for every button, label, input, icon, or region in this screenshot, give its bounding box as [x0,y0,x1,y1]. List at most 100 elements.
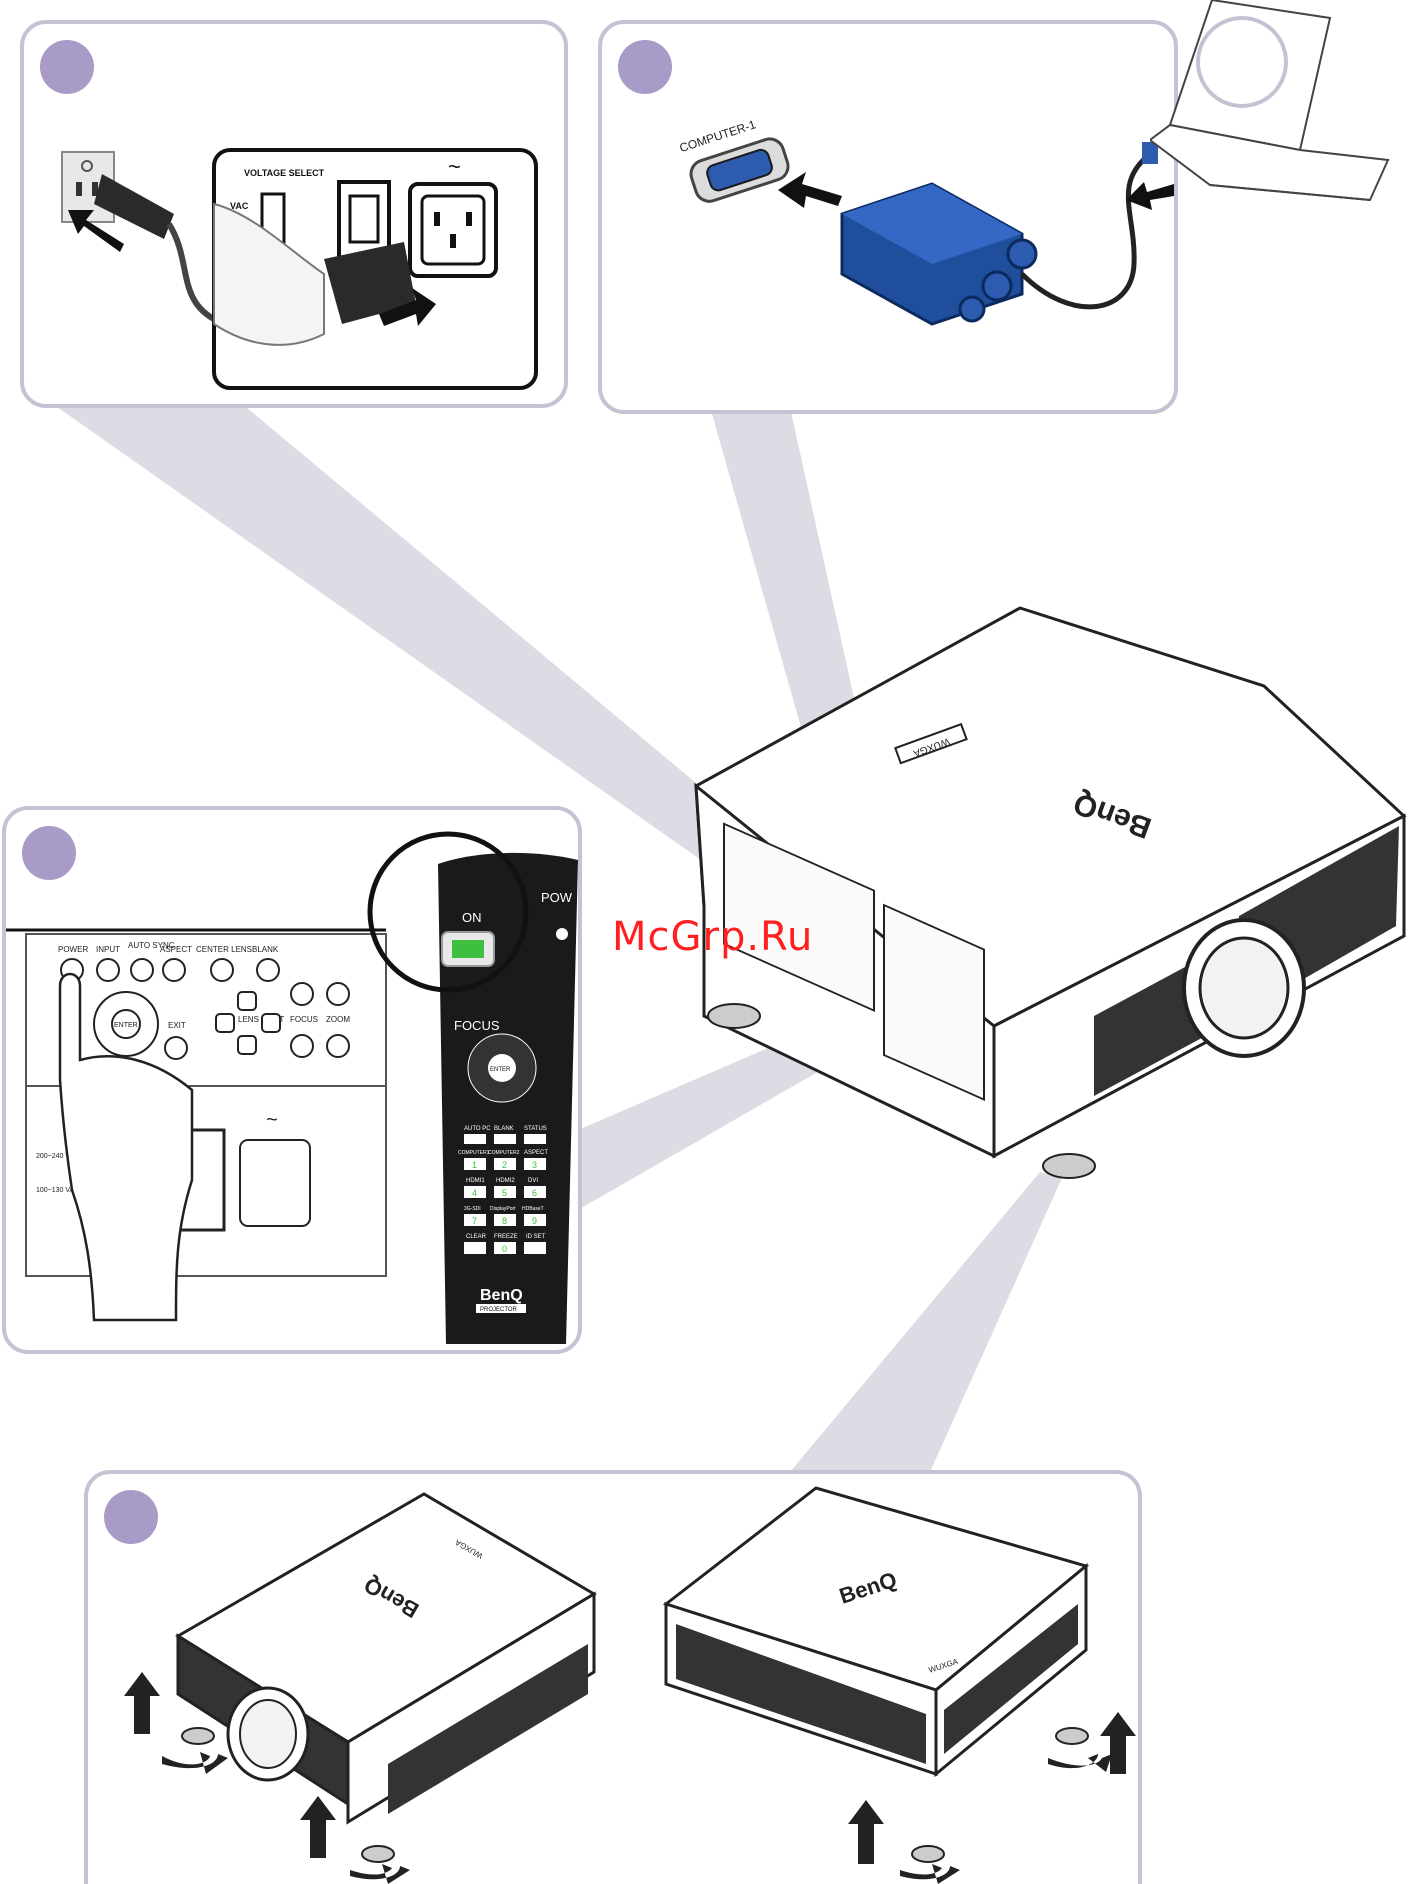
control-panel [883,903,985,1102]
remote-displayport-label: DisplayPort [490,1206,516,1212]
projector-main: BenQ WUXGA [694,606,1407,1179]
plug-in-arrow-2 [379,288,436,326]
remote-3g-sdi-label: 3G-SDI [464,1206,481,1212]
remote-key-9[interactable] [524,1214,546,1226]
raise-arrow-right-2 [848,1800,884,1864]
ac-symbol: ~ [448,154,461,179]
io-panel [723,822,875,1013]
computer-connection-illustration: COMPUTER-1 [678,117,1174,326]
focus-label: FOCUS [290,1015,318,1024]
iec-connector [324,242,416,324]
remote-key-0-label: 0 [502,1244,507,1254]
remote-key-6-label: 6 [532,1188,537,1198]
focus-minus-button[interactable] [290,1034,314,1058]
remote-key-7-label: 7 [472,1216,477,1226]
remote-key-2[interactable] [494,1158,516,1170]
remote-key-4-label: 4 [472,1188,477,1198]
voltage-low-label: 100~130 VAC [36,1187,79,1194]
auto-sync-button[interactable] [130,958,154,982]
step1-badge [40,40,94,94]
remote-key-3[interactable] [524,1158,546,1170]
rotate-arrow-right-2 [900,1864,960,1884]
remote-enter-button[interactable] [488,1054,516,1082]
remote-key-7[interactable] [464,1214,486,1226]
keypad-enter-button[interactable] [111,1009,141,1039]
panel-ac-socket [239,1139,311,1227]
input-label: INPUT [96,945,120,954]
control-panel-illustration: POWER INPUT AUTO SYNC ASPECT CENTER LENS… [6,928,387,1322]
remote-key-6[interactable] [524,1186,546,1198]
remote-auto-pc-label: AUTO PC [464,1126,491,1132]
step4-badge [104,1490,158,1544]
exit-button[interactable] [164,1036,188,1060]
remote-control: ON POW FOCUS ENTER AUTO PC BLANK STATUS … [367,831,578,1344]
raise-arrow-left-2 [300,1796,336,1858]
rotate-arrow-right-1 [1048,1754,1112,1772]
remote-on-label: ON [462,910,482,925]
auto-sync-label: AUTO SYNC [128,941,175,950]
remote-key-8[interactable] [494,1214,516,1226]
projector-front-view: BenQ WUXGA [175,1492,597,1825]
panel-ac-symbol: ~ [266,1109,278,1131]
rotate-arrow-left-1 [162,1752,228,1774]
step3-badge [22,826,76,880]
remote-brand-logo: BenQ [480,1287,523,1304]
lens-shift-down[interactable] [237,1035,257,1055]
lens-shift-left[interactable] [215,1013,235,1033]
pointing-hand [58,972,194,1322]
rotate-arrow-left-2 [350,1864,410,1884]
hand [213,202,325,346]
plug-in-arrow-1 [68,210,124,252]
remote-hdmi1-label: HDMI1 [466,1178,485,1184]
voltage-high-label: 200~240 VAC [36,1153,79,1160]
adjuster-foot-right-1 [1055,1727,1089,1745]
adjuster-foot-right-2 [911,1845,945,1863]
remote-key-1-label: 1 [472,1160,477,1170]
lens-shift-up[interactable] [237,991,257,1011]
remote-dvi-label: DVI [528,1178,538,1184]
watermark: McGrp.Ru [612,914,814,960]
power-plug [94,174,174,239]
blank-button[interactable] [256,958,280,982]
remote-zoom-circle [367,831,529,993]
remote-key-0[interactable] [494,1242,516,1254]
remote-id-set-button[interactable] [524,1242,546,1254]
remote-blank-button[interactable] [494,1134,516,1144]
remote-key-1[interactable] [464,1158,486,1170]
remote-aspect-label: ASPECT [524,1150,548,1156]
remote-freeze-label: FREEZE [494,1234,518,1240]
zoom-plus-button[interactable] [326,982,350,1006]
laptop-connect-arrow [1126,182,1174,210]
remote-key-5[interactable] [494,1186,516,1198]
remote-blank-label: BLANK [494,1126,514,1132]
aspect-button[interactable] [162,958,186,982]
laptop-zoom-circle [1196,16,1288,108]
step1-panel: VOLTAGE SELECT VAC ~ [20,20,568,408]
center-lens-button[interactable] [210,958,234,982]
remote-pow-label: POW [541,890,573,905]
step4-panel: BenQ WUXGA BenQ WUXGA [84,1470,1142,1884]
cable [1020,152,1152,310]
input-button[interactable] [96,958,120,982]
zoom-minus-button[interactable] [326,1034,350,1058]
remote-projector-label: PROJECTOR [480,1307,518,1313]
remote-key-5-label: 5 [502,1188,507,1198]
remote-key-9-label: 9 [532,1216,537,1226]
center-lens-label: CENTER LENS [196,945,252,954]
adjuster-foot-left-1 [181,1727,215,1745]
laptop-illustration [1150,0,1390,202]
remote-key-3-label: 3 [532,1160,537,1170]
remote-status-button[interactable] [524,1134,546,1144]
step3-panel: POWER INPUT AUTO SYNC ASPECT CENTER LENS… [2,806,582,1354]
blank-label: BLANK [252,945,279,954]
projector-foot [707,1003,761,1029]
raise-arrow-left-1 [124,1672,160,1734]
focus-plus-button[interactable] [290,982,314,1006]
remote-key-4[interactable] [464,1186,486,1198]
remote-clear-button[interactable] [464,1242,486,1254]
projector-rear-view: BenQ WUXGA [662,1486,1090,1778]
remote-clear-label: CLEAR [466,1234,487,1240]
remote-auto-pc-button[interactable] [464,1134,486,1144]
lens-shift-right[interactable] [261,1013,281,1033]
zoom-label: ZOOM [326,1015,350,1024]
